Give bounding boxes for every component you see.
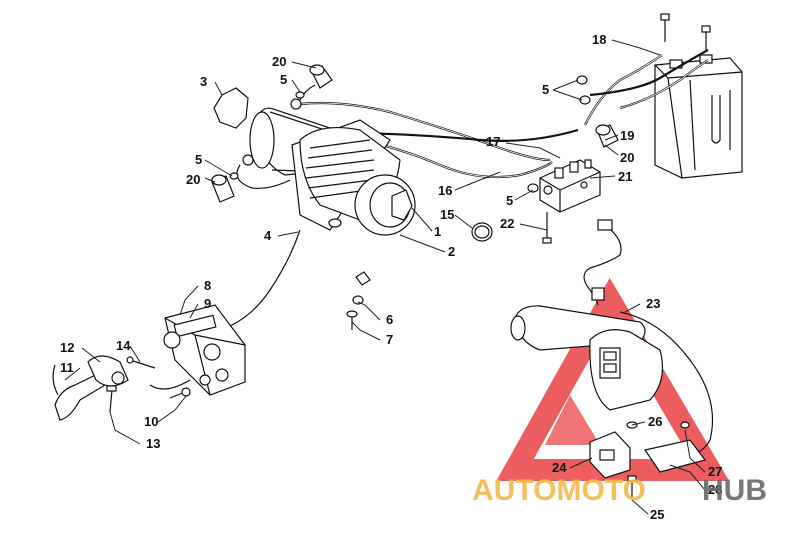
callout-5: 5 bbox=[195, 152, 202, 167]
winch-solenoid bbox=[539, 159, 601, 213]
washer bbox=[295, 91, 305, 99]
washer bbox=[527, 75, 591, 193]
callout-27: 27 bbox=[708, 464, 722, 479]
screw bbox=[106, 385, 191, 413]
callout-7: 7 bbox=[386, 332, 393, 347]
callout-19: 19 bbox=[620, 128, 634, 143]
snap-ring bbox=[471, 222, 493, 242]
watermark-text: AUTOMOTO HUB bbox=[472, 474, 767, 507]
callout-13: 13 bbox=[146, 436, 160, 451]
plug-connector bbox=[591, 287, 605, 301]
callouts: 18 20 5 3 5 17 19 20 5 20 21 16 5 15 1 2… bbox=[60, 32, 722, 522]
callout-16: 16 bbox=[438, 183, 452, 198]
callout-26: 26 bbox=[648, 414, 662, 429]
callout-2: 2 bbox=[448, 244, 455, 259]
callout-21: 21 bbox=[618, 169, 632, 184]
callout-20: 20 bbox=[186, 172, 200, 187]
leader-lines bbox=[64, 39, 706, 515]
watermark-text-automoto: AUTOMOTO bbox=[472, 474, 646, 507]
callout-5: 5 bbox=[506, 193, 513, 208]
watermark-text-hub: HUB bbox=[702, 474, 767, 507]
washer bbox=[229, 172, 239, 180]
terminal-boot bbox=[211, 174, 235, 203]
callout-8: 8 bbox=[204, 278, 211, 293]
callout-15: 15 bbox=[440, 207, 454, 222]
callout-4: 4 bbox=[264, 228, 272, 243]
terminal-boot bbox=[309, 64, 333, 89]
throttle-lever bbox=[52, 355, 129, 421]
switch-housing bbox=[589, 329, 663, 411]
callout-11: 11 bbox=[60, 360, 74, 375]
callout-24: 24 bbox=[552, 460, 567, 475]
callout-1: 1 bbox=[434, 224, 441, 239]
battery bbox=[654, 54, 743, 179]
callout-5: 5 bbox=[542, 82, 549, 97]
watermark-triangle-inner bbox=[545, 395, 600, 445]
gasket bbox=[213, 87, 249, 129]
callout-10: 10 bbox=[144, 414, 158, 429]
handlebar-switch-bracket bbox=[163, 304, 246, 396]
terminal-boot bbox=[595, 124, 619, 148]
plug-connector bbox=[597, 219, 613, 231]
callout-3: 3 bbox=[200, 74, 207, 89]
callout-14: 14 bbox=[116, 338, 131, 353]
callout-28: 28 bbox=[708, 482, 722, 497]
pivot-pin bbox=[129, 359, 156, 369]
fastener-stack bbox=[346, 271, 371, 330]
callout-17: 17 bbox=[486, 134, 500, 149]
nut bbox=[680, 421, 690, 429]
callout-23: 23 bbox=[646, 296, 660, 311]
switch-wire bbox=[149, 379, 191, 390]
battery-bolt bbox=[660, 13, 711, 50]
bolt bbox=[542, 212, 552, 244]
callout-25: 25 bbox=[650, 507, 664, 522]
callout-22: 22 bbox=[500, 216, 514, 231]
callout-5: 5 bbox=[280, 72, 287, 87]
cable-16b bbox=[359, 128, 579, 142]
callout-12: 12 bbox=[60, 340, 74, 355]
callout-9: 9 bbox=[204, 296, 211, 311]
callout-20: 20 bbox=[272, 54, 286, 69]
callout-18: 18 bbox=[592, 32, 606, 47]
battery-cable-18b bbox=[589, 49, 709, 97]
winch-drum bbox=[291, 119, 416, 236]
callout-20: 20 bbox=[620, 150, 634, 165]
callout-6: 6 bbox=[386, 312, 393, 327]
switch-bracket bbox=[589, 431, 707, 479]
